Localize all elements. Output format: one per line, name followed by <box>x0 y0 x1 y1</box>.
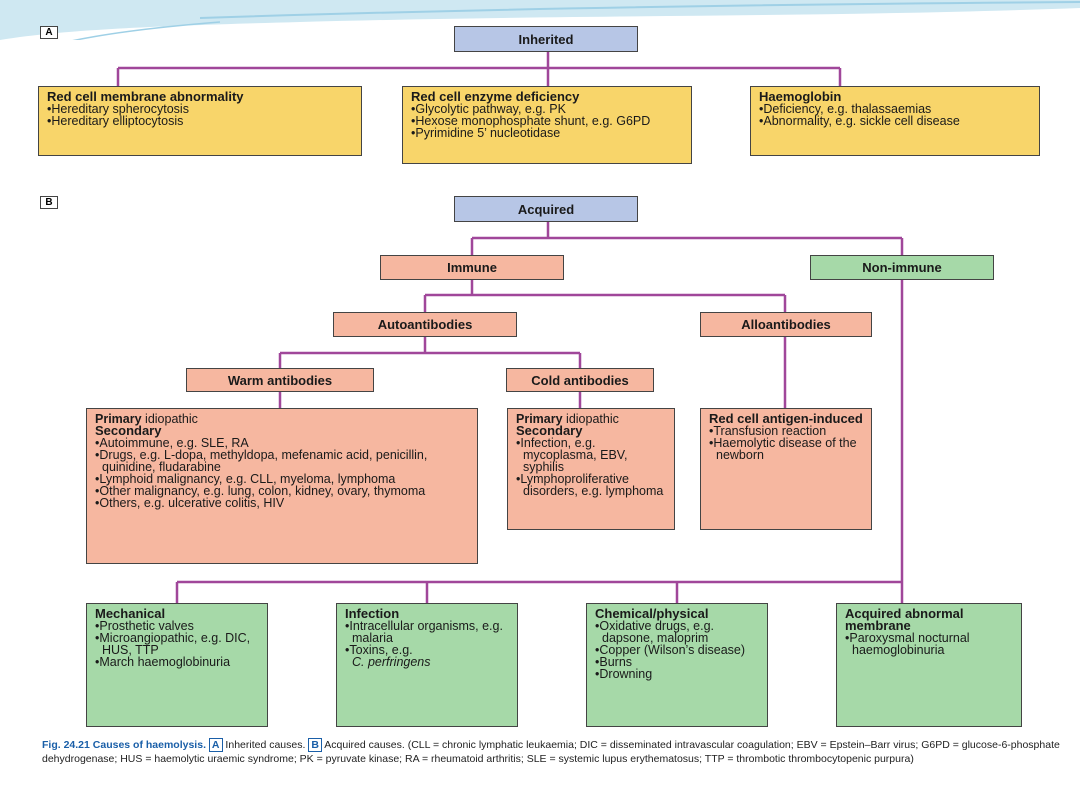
chemical-physical-box: Chemical/physical Oxidative drugs, e.g. … <box>586 603 768 727</box>
warm-antibodies-box: Primary idiopathic Secondary Autoimmune,… <box>86 408 478 564</box>
list-item: Autoimmune, e.g. SLE, RA <box>95 437 469 450</box>
autoantibodies-label: Autoantibodies <box>377 317 473 332</box>
mechanical-box: Mechanical Prosthetic valves Microangiop… <box>86 603 268 727</box>
acquired-membrane-box: Acquired abnormal membrane Paroxysmal no… <box>836 603 1022 727</box>
inherited-title: Inherited <box>518 31 574 47</box>
membrane-abnormality-box: Red cell membrane abnormality Hereditary… <box>38 86 362 156</box>
list-item: Other malignancy, e.g. lung, colon, kidn… <box>95 485 469 498</box>
acquired-node: Acquired <box>454 196 638 222</box>
acquired-title: Acquired <box>517 201 575 217</box>
list-item: Haemolytic disease of the newborn <box>709 437 863 462</box>
haemoglobin-box: Haemoglobin Deficiency, e.g. thalassaemi… <box>750 86 1040 156</box>
list-item: Intracellular organisms, e.g. malaria <box>345 620 509 645</box>
cold-antibodies-node: Cold antibodies <box>506 368 654 392</box>
non-immune-node: Non-immune <box>810 255 994 280</box>
decorative-swoosh <box>0 0 1080 40</box>
primary-label: Primary <box>516 412 563 426</box>
list-item: Copper (Wilson’s disease) <box>595 644 759 657</box>
alloantibodies-box-title: Red cell antigen-induced <box>709 411 863 426</box>
enzyme-deficiency-title: Red cell enzyme deficiency <box>411 89 580 104</box>
primary-label: Primary <box>95 412 142 426</box>
list-item: Drugs, e.g. L-dopa, methyldopa, mefenami… <box>95 449 469 474</box>
caption-text-b: Acquired causes. (CLL = chronic lymphati… <box>42 739 1060 765</box>
list-item: Lymphoid malignancy, e.g. CLL, myeloma, … <box>95 473 469 486</box>
chemical-physical-title: Chemical/physical <box>595 606 709 621</box>
secondary-label: Secondary <box>516 423 583 438</box>
infection-italic-organism: C. perfringens <box>352 655 431 669</box>
list-item: Others, e.g. ulcerative colitis, HIV <box>95 497 469 510</box>
list-item: Toxins, e.g. <box>345 644 509 657</box>
list-item: Prosthetic valves <box>95 620 259 633</box>
membrane-abnormality-title: Red cell membrane abnormality <box>47 89 244 104</box>
list-item: Hexose monophosphate shunt, e.g. G6PD <box>411 115 683 128</box>
primary-rest: idiopathic <box>141 412 198 426</box>
list-item: Lymphoproliferative disorders, e.g. lymp… <box>516 473 666 498</box>
list-item: Microangiopathic, e.g. DIC, HUS, TTP <box>95 632 259 657</box>
warm-antibodies-label: Warm antibodies <box>227 372 333 388</box>
list-item: Abnormality, e.g. sickle cell disease <box>759 115 1031 128</box>
list-item: Burns <box>595 656 759 669</box>
caption-tag-b: B <box>308 738 322 752</box>
caption-tag-a: A <box>208 738 223 752</box>
primary-line: Primary idiopathic <box>95 412 469 426</box>
panel-label-a: A <box>40 26 58 39</box>
list-item: Paroxysmal nocturnal haemoglobinuria <box>845 632 1013 657</box>
list-item: Hereditary elliptocytosis <box>47 115 353 128</box>
immune-node: Immune <box>380 255 564 280</box>
list-item: Pyrimidine 5’ nucleotidase <box>411 127 683 140</box>
list-item: March haemoglobinuria <box>95 656 259 669</box>
primary-line: Primary idiopathic <box>516 412 666 426</box>
infection-title: Infection <box>345 606 400 621</box>
list-item: Deficiency, e.g. thalassaemias <box>759 103 1031 116</box>
list-item: Oxidative drugs, e.g. dapsone, maloprim <box>595 620 759 645</box>
warm-antibodies-node: Warm antibodies <box>186 368 374 392</box>
figure-caption: Fig. 24.21 Causes of haemolysis. A Inher… <box>42 738 1062 766</box>
alloantibodies-label: Alloantibodies <box>741 317 831 332</box>
autoantibodies-node: Autoantibodies <box>333 312 517 337</box>
mechanical-title: Mechanical <box>95 606 166 621</box>
panel-label-b: B <box>40 196 58 209</box>
infection-box: Infection Intracellular organisms, e.g. … <box>336 603 518 727</box>
enzyme-deficiency-box: Red cell enzyme deficiency Glycolytic pa… <box>402 86 692 164</box>
haemoglobin-title: Haemoglobin <box>759 89 842 104</box>
inherited-node: Inherited <box>454 26 638 52</box>
caption-text-a: Inherited causes. <box>222 739 309 751</box>
cold-antibodies-box: Primary idiopathic Secondary Infection, … <box>507 408 675 530</box>
primary-rest: idiopathic <box>562 412 619 426</box>
list-item: Drowning <box>595 668 759 681</box>
acquired-membrane-title: Acquired abnormal membrane <box>845 606 964 633</box>
immune-label: Immune <box>447 260 497 275</box>
caption-title: Fig. 24.21 Causes of haemolysis. <box>42 739 206 751</box>
cold-antibodies-label: Cold antibodies <box>531 372 629 388</box>
list-item: Hereditary spherocytosis <box>47 103 353 116</box>
list-item: Transfusion reaction <box>709 425 863 438</box>
list-item: Infection, e.g. mycoplasma, EBV, syphili… <box>516 437 666 474</box>
alloantibodies-box: Red cell antigen-induced Transfusion rea… <box>700 408 872 530</box>
secondary-label: Secondary <box>95 423 162 438</box>
list-item: Glycolytic pathway, e.g. PK <box>411 103 683 116</box>
non-immune-label: Non-immune <box>862 260 942 275</box>
alloantibodies-node: Alloantibodies <box>700 312 872 337</box>
